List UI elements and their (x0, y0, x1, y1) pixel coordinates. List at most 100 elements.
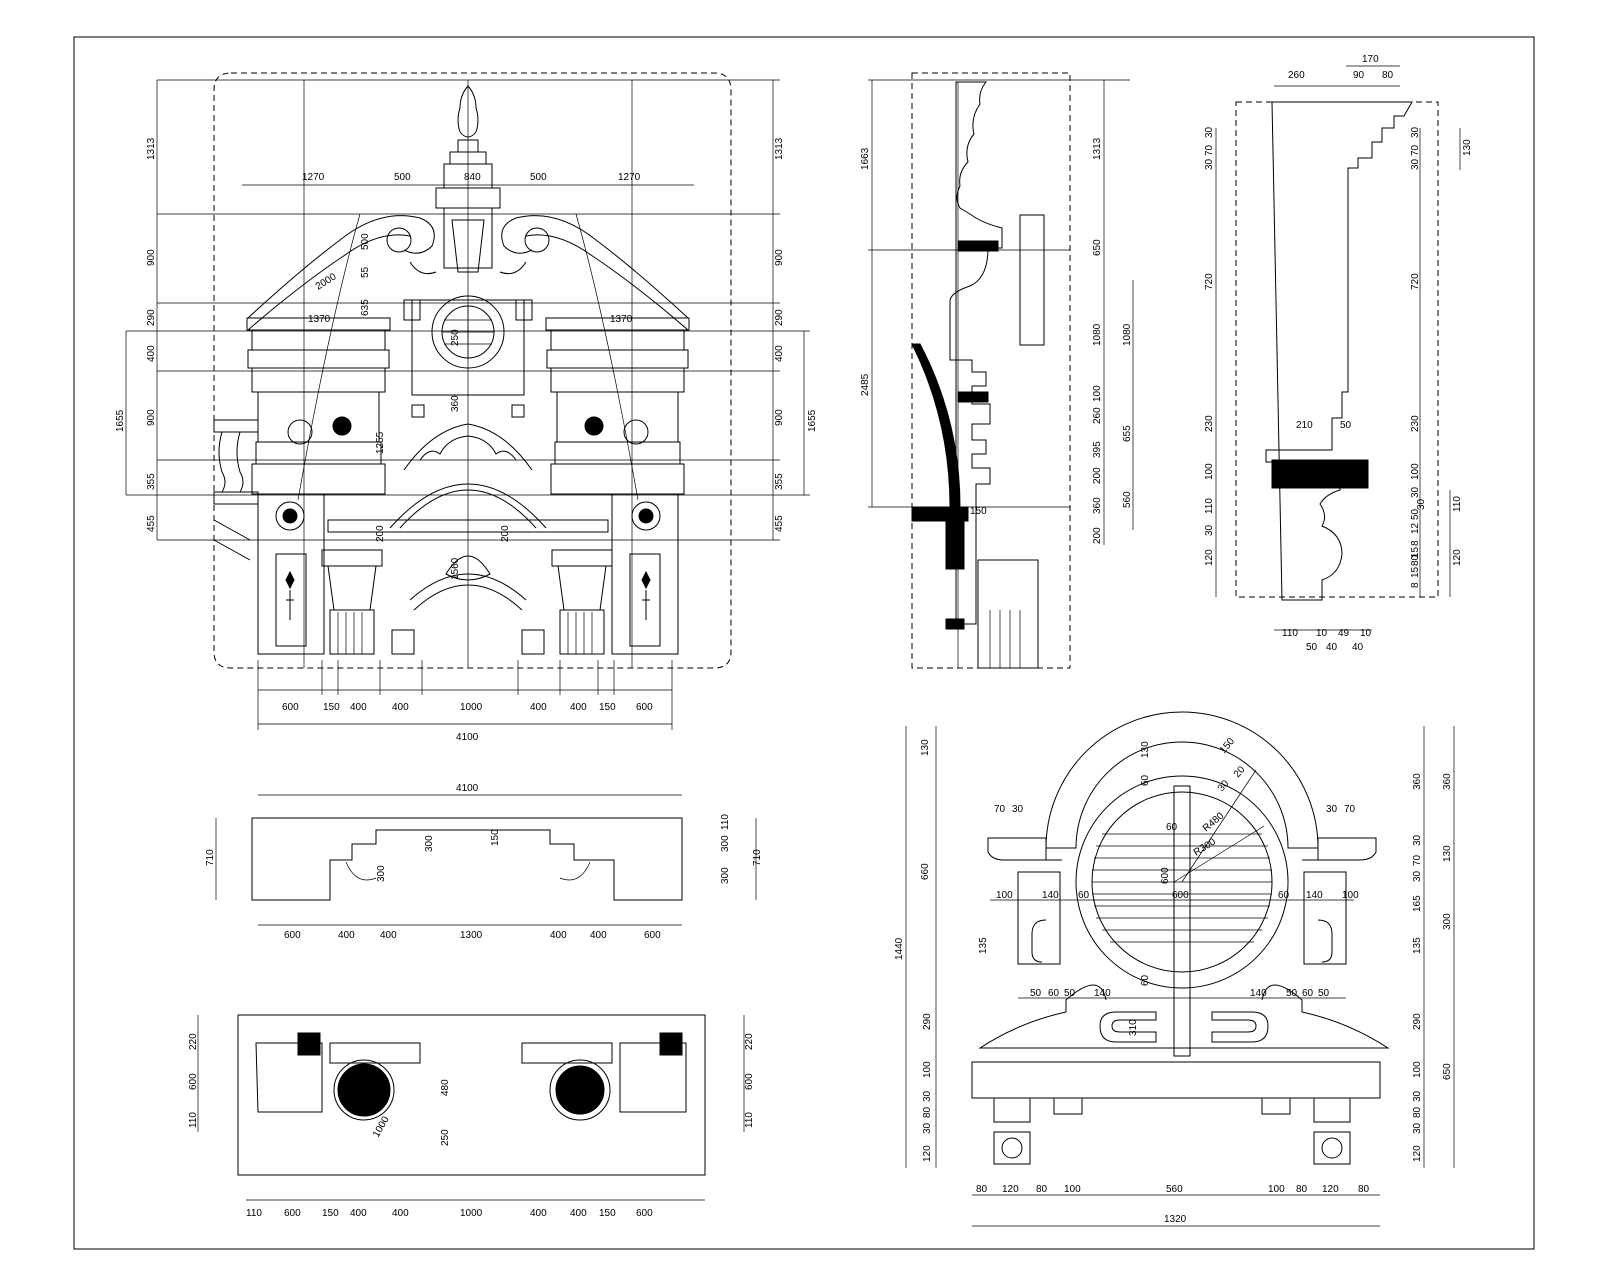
ped-left-dim2: 30 (922, 1090, 933, 1102)
lower-plan-dim: 400 (392, 1208, 409, 1219)
arch-band (1045, 711, 1319, 849)
ped-row2: 50 (1064, 988, 1076, 999)
cornice-right-dim: 100 (1410, 463, 1421, 480)
ped-row2: 60 (1302, 988, 1314, 999)
cornice-right-outer: 130 (1462, 139, 1473, 156)
cornice-bottom-dim: 40 (1326, 642, 1338, 653)
side-right-outer: 560 (1122, 491, 1133, 508)
ped-radius: R480 (1201, 810, 1227, 834)
side-right-outer: 1080 (1122, 323, 1133, 346)
cornice-inner-dim: 210 (1296, 420, 1313, 431)
cornice-bottom-dim: 40 (1352, 642, 1364, 653)
louvered-oculus (1075, 775, 1289, 989)
cornice-right-dim: 30 (1410, 158, 1421, 170)
dim-left-total: 1655 (115, 409, 126, 432)
lower-plan-left: 220 (188, 1033, 199, 1050)
side-right-dim: 360 (1092, 497, 1103, 514)
dim-right: 400 (774, 345, 785, 362)
ped-top-inner: 30 (1012, 804, 1024, 815)
ped-left-dim2: 80 (922, 1106, 933, 1118)
ped-radius: 30 (1216, 778, 1232, 794)
dim-left: 455 (146, 515, 157, 532)
ped-row1: 140 (1306, 890, 1323, 901)
rosette-right-upper (623, 419, 649, 445)
pediment-scroll-left (247, 215, 435, 319)
ped-row2: 140 (1250, 988, 1267, 999)
ped-left-outer: 1440 (894, 937, 905, 960)
side-right-dim: 1313 (1092, 137, 1103, 160)
dim-bottom: 400 (530, 702, 547, 713)
plan-bottom-dim: 400 (338, 930, 355, 941)
side-right-dim: 100 (1092, 385, 1103, 402)
side-inner-dim: 150 (970, 506, 987, 517)
cornice-left-dim: 110 (1204, 498, 1215, 514)
ped-left-dim2: 30 (922, 1122, 933, 1134)
dim-inner: 250 (450, 329, 461, 346)
cornice-bottom-dim: 110 (1282, 628, 1298, 639)
ped-inner-left: 310 (1128, 1019, 1139, 1036)
ped-bottom-dim: 80 (1036, 1184, 1048, 1195)
dim-left: 355 (146, 473, 157, 490)
side-left-dim: 2485 (860, 373, 871, 396)
dim-bottom: 150 (323, 702, 340, 713)
ped-right-dim: 30 (1412, 834, 1423, 846)
side-left-dim: 1663 (860, 147, 871, 170)
cornice-right-outer: 110 (1452, 496, 1463, 512)
dim-right-total: 1655 (807, 409, 818, 432)
plan-bottom-dim: 1300 (460, 930, 483, 941)
plan-right-dim: 300 (720, 867, 731, 884)
lower-plan-dim: 150 (322, 1208, 339, 1219)
drawing-frame (73, 36, 1535, 1250)
ped-right-dim: 290 (1412, 1013, 1423, 1030)
plan-right-total: 710 (752, 849, 763, 866)
cornice-right-outer: 120 (1452, 549, 1463, 566)
ped-bottom-dim: 100 (1064, 1184, 1081, 1195)
dim-bottom: 150 (599, 702, 616, 713)
lower-plan-left: 110 (188, 1112, 199, 1128)
dim-right: 900 (774, 249, 785, 266)
dim-top: 1270 (302, 172, 325, 183)
lower-plan-inner: 250 (440, 1129, 451, 1146)
dim-inner: 500 (360, 233, 371, 250)
dim-bottom: 400 (392, 702, 409, 713)
lower-plan-dim: 400 (530, 1208, 547, 1219)
dim-inner: 1370 (610, 314, 633, 325)
cornice-top-dim: 90 (1353, 70, 1365, 81)
ped-left-dim2: 290 (922, 1013, 933, 1030)
side-right-outer: 655 (1122, 425, 1133, 442)
plan-bottom-dim: 400 (590, 930, 607, 941)
ped-bottom-dim: 100 (1268, 1184, 1285, 1195)
lower-plan-dim: 150 (599, 1208, 616, 1219)
ped-row1: 60 (1078, 890, 1090, 901)
ped-row1: 60 (1278, 890, 1290, 901)
rosette-left-upper (287, 419, 313, 445)
ped-bottom-dim: 560 (1166, 1184, 1183, 1195)
lower-plan-dim: 110 (246, 1208, 262, 1219)
cornice-left-dim: 70 (1204, 144, 1215, 156)
cornice-right-dim: 50 (1410, 508, 1421, 520)
plan-bottom-dim: 400 (380, 930, 397, 941)
side-right-dim: 650 (1092, 239, 1103, 256)
left-pier (246, 317, 391, 655)
ped-left-dim2: 100 (922, 1061, 933, 1078)
ped-right-dim: 70 (1412, 854, 1423, 866)
ped-right-dim: 100 (1412, 1061, 1423, 1078)
column-footprint-right (549, 1059, 611, 1121)
cornice-left-dim: 120 (1204, 549, 1215, 566)
dim-right: 1313 (774, 137, 785, 160)
dim-left: 400 (146, 345, 157, 362)
dim-bottom: 600 (282, 702, 299, 713)
dim-inner: 635 (360, 299, 371, 316)
ped-row2: 50 (1286, 988, 1298, 999)
dim-bottom: 600 (636, 702, 653, 713)
plan-bottom-dim: 600 (644, 930, 661, 941)
dim-left: 900 (146, 249, 157, 266)
cornice-right-dim: 70 (1410, 144, 1421, 156)
ped-top-inner: 70 (1344, 804, 1356, 815)
pediment-scroll-right (501, 215, 689, 319)
dim-bottom: 400 (570, 702, 587, 713)
ped-right-dim: 30 (1412, 1090, 1423, 1102)
dim-right: 900 (774, 409, 785, 426)
ped-bottom-dim: 80 (976, 1184, 988, 1195)
ped-right-dim: 135 (1412, 937, 1423, 954)
